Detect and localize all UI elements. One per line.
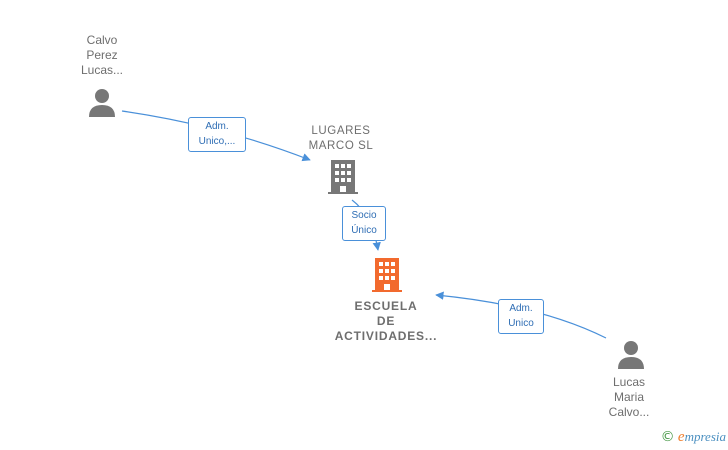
building-icon[interactable] [328, 160, 358, 194]
brand-first-letter: e [677, 429, 685, 445]
node-company-lugares-marco[interactable]: LUGARES MARCO SL [296, 124, 386, 154]
brand-name-rest: mpresia [684, 429, 726, 444]
copyright-symbol: © [660, 429, 675, 445]
empresia-brand-logo: © empresia [661, 429, 726, 446]
person-icon[interactable] [617, 340, 645, 369]
edge-label-socio-unico[interactable]: Socio Único [342, 206, 386, 241]
person-name-label: Lucas Maria Calvo... [608, 375, 650, 419]
node-company-escuela-actividades[interactable]: ESCUELA DE ACTIVIDADES... [326, 299, 446, 344]
person-name-label: Calvo Perez Lucas... [80, 33, 124, 77]
person-icon[interactable] [88, 88, 116, 117]
building-icon[interactable] [372, 258, 402, 292]
company-name-label: ESCUELA DE ACTIVIDADES... [334, 299, 438, 343]
company-name-label: LUGARES MARCO SL [308, 125, 374, 152]
node-person-lucas-maria[interactable]: Lucas Maria Calvo... [589, 375, 669, 420]
edge-label-adm-unico[interactable]: Adm. Unico,... [188, 117, 246, 152]
node-person-calvo-perez[interactable]: Calvo Perez Lucas... [62, 33, 142, 78]
edge-label-adm-unico[interactable]: Adm. Unico [498, 299, 544, 334]
